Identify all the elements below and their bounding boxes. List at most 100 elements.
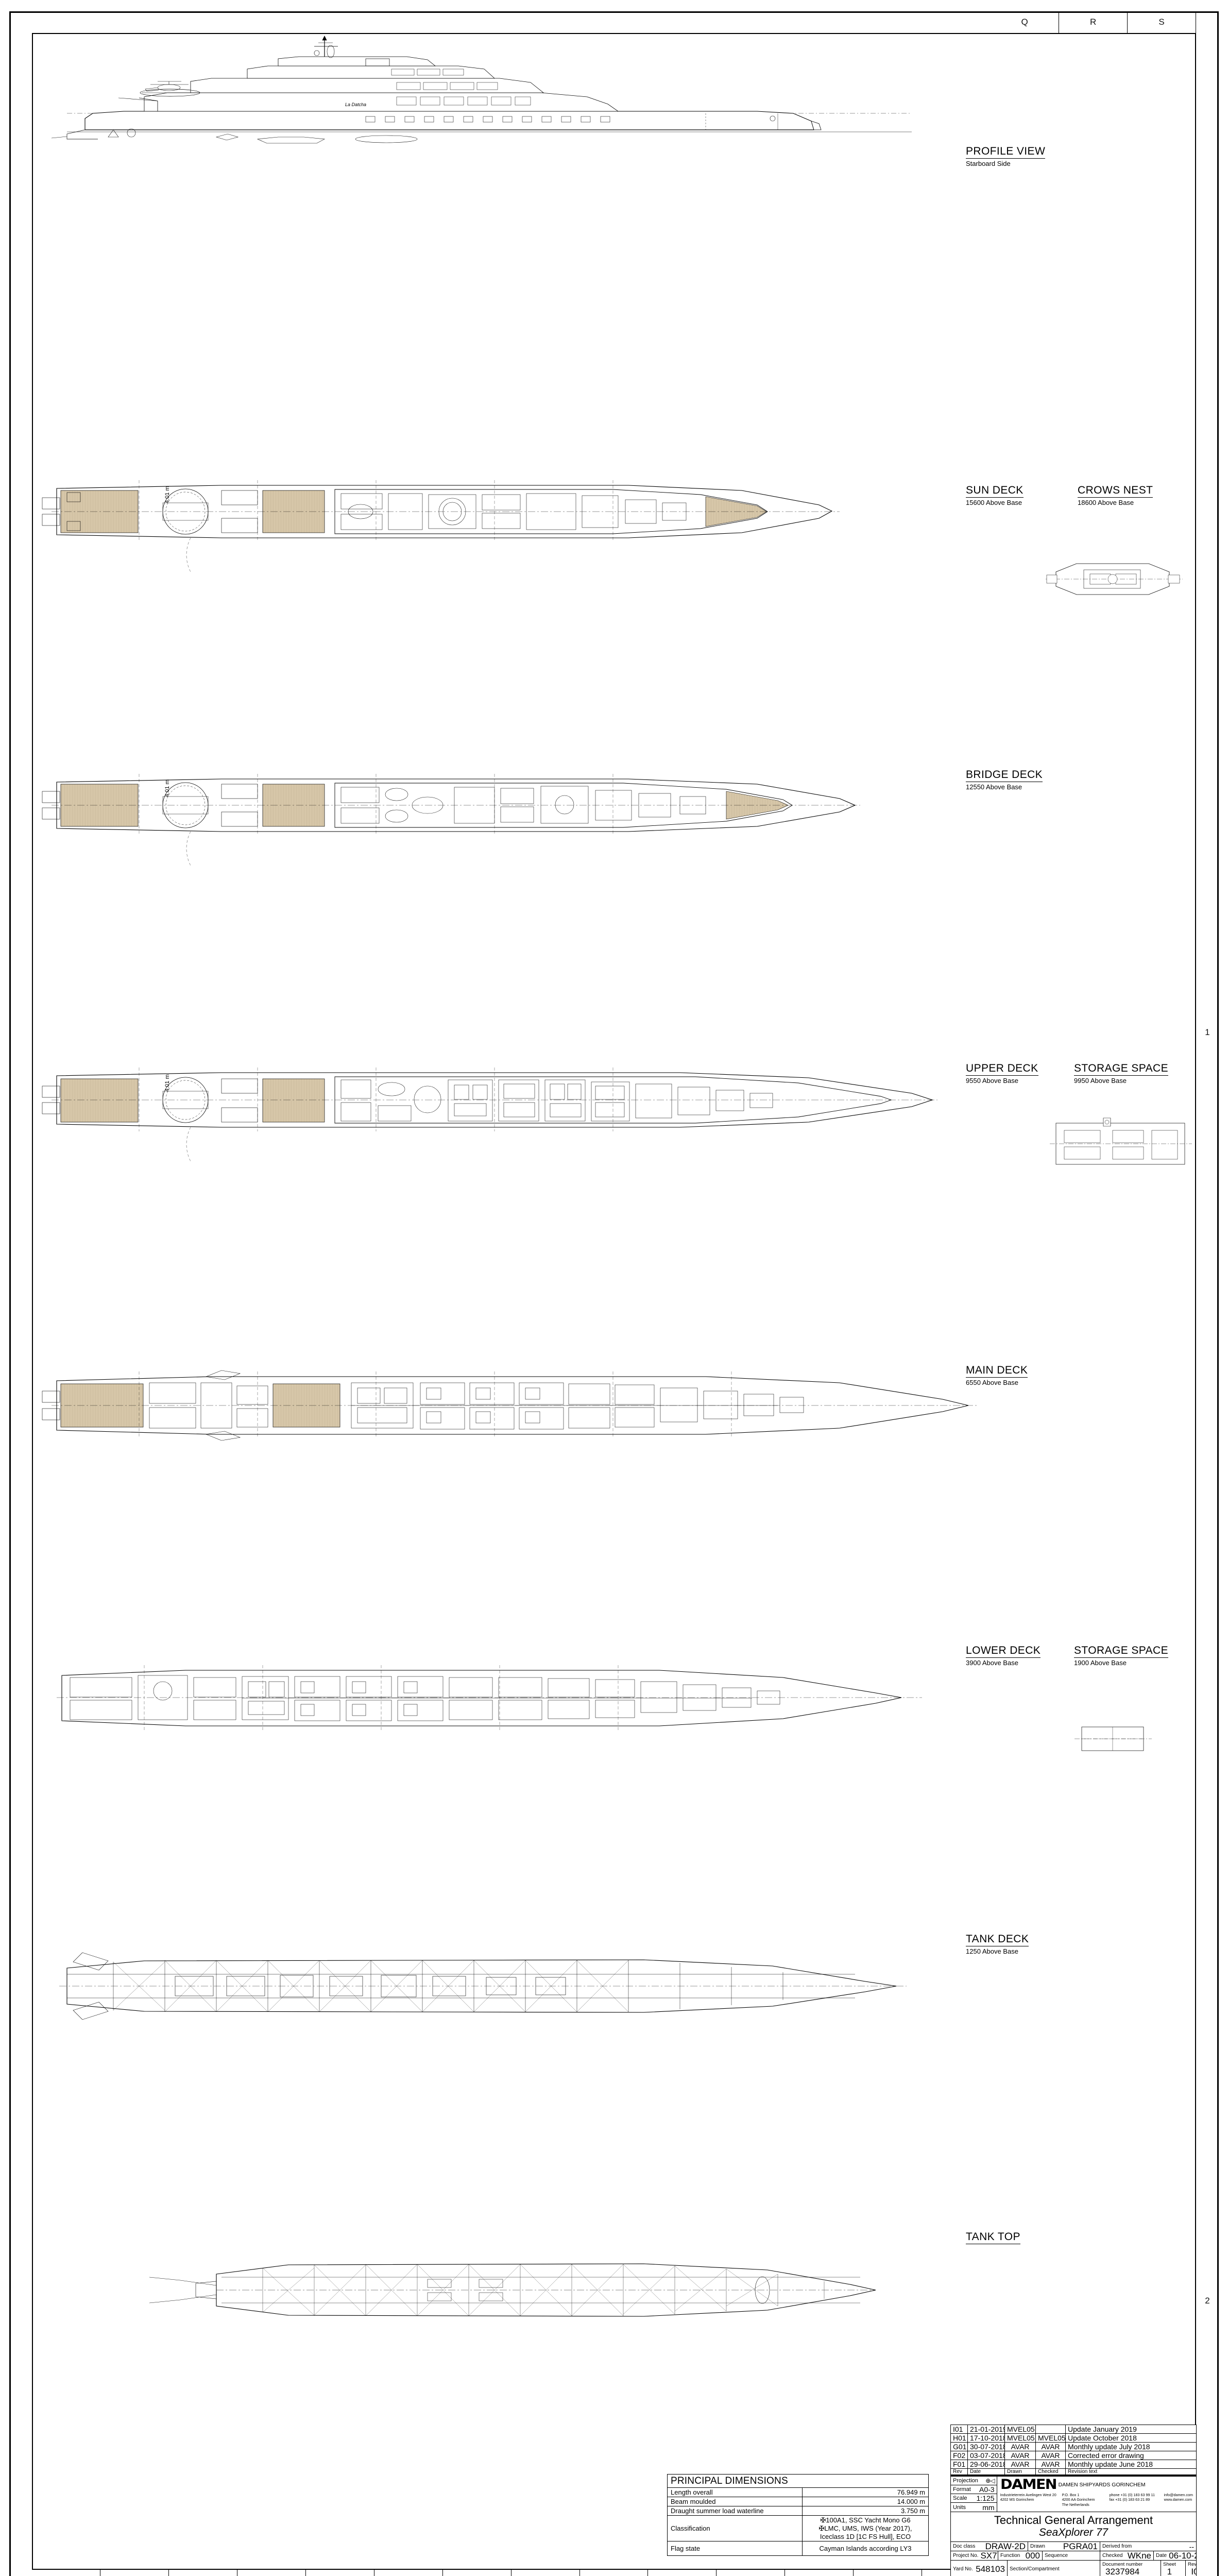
zone-marker: D bbox=[237, 2570, 306, 2576]
label-profile-view-title: PROFILE VIEW bbox=[966, 145, 1046, 159]
title-block-meta: Projection ⊕◁ Format A0-3 Scale 1:125 Un… bbox=[951, 2477, 1196, 2512]
zone-marker: B bbox=[100, 2570, 169, 2576]
field-date-value: 06-10-2017 bbox=[1169, 2551, 1196, 2561]
view-bridge-deck: 4.01 m bbox=[36, 773, 943, 866]
classification-line-2: ✠LMC, UMS, IWS (Year 2017), bbox=[818, 2524, 912, 2532]
label-storage-space-upper-title: STORAGE SPACE bbox=[1074, 1062, 1168, 1076]
revision-drawn: AVAR bbox=[1005, 2443, 1036, 2451]
field-doc-class-label: Doc class bbox=[953, 2544, 976, 2550]
label-storage-space-lower-title: STORAGE SPACE bbox=[1074, 1645, 1168, 1658]
company-email: info@damen.com bbox=[1164, 2492, 1193, 2497]
zone-marker: S bbox=[1128, 11, 1196, 33]
revision-date: 17-10-2018 bbox=[968, 2434, 1005, 2442]
pd-value-draught: 3.750 m bbox=[901, 2507, 925, 2515]
field-project-no: Project No. SX77 bbox=[951, 2551, 998, 2561]
revision-date: 29-06-2018 bbox=[968, 2460, 1005, 2468]
pd-key-flag-state: Flag state bbox=[668, 2541, 803, 2555]
field-revision-value: I01 bbox=[1191, 2567, 1196, 2576]
label-lower-deck-title: LOWER DECK bbox=[966, 1645, 1041, 1658]
field-docnum-value: 3237984 bbox=[1105, 2567, 1140, 2576]
label-bridge-deck-title: BRIDGE DECK bbox=[966, 769, 1043, 783]
field-derived-value: -- bbox=[1189, 2542, 1194, 2551]
company-address-2: 4202 MS Gorinchem bbox=[1000, 2497, 1034, 2502]
label-upper-deck-title: UPPER DECK bbox=[966, 1062, 1038, 1076]
label-crows-nest: CROWS NEST 18600 Above Base bbox=[1078, 484, 1153, 507]
zone-marker: E bbox=[306, 2570, 374, 2576]
revision-row: H01 17-10-2018 MVEL05 MVEL05 Update Octo… bbox=[951, 2434, 1196, 2443]
field-function-label: Function bbox=[1000, 2553, 1020, 2559]
field-checked-label: Checked bbox=[1102, 2553, 1123, 2559]
company-address-1: Industrieterrein Avelingen West 20 bbox=[1000, 2492, 1056, 2497]
revision-row: F02 03-07-2018 AVAR AVAR Corrected error… bbox=[951, 2451, 1196, 2460]
revision-stack: Revision I01 bbox=[1188, 2561, 1196, 2576]
zone-marker: 1 bbox=[1205, 1027, 1210, 1038]
revision-rev: I01 bbox=[951, 2425, 968, 2433]
revision-row: I01 21-01-2019 MVEL05 Update January 201… bbox=[951, 2425, 1196, 2434]
zone-marker: H bbox=[511, 2570, 580, 2576]
meta-scale: Scale 1:125 bbox=[951, 2494, 997, 2503]
field-function: Function 000 bbox=[998, 2551, 1043, 2561]
svg-text:La Datcha: La Datcha bbox=[345, 102, 366, 107]
revision-checked: AVAR bbox=[1036, 2451, 1066, 2460]
revision-text: Monthly update June 2018 bbox=[1068, 2460, 1153, 2468]
label-lower-deck-sub: 3900 Above Base bbox=[966, 1659, 1018, 1667]
revision-date: 30-07-2018 bbox=[968, 2443, 1005, 2451]
table-row: Length overall 76.949 m bbox=[668, 2488, 928, 2497]
field-doc-class-value: DRAW-2D bbox=[985, 2542, 1026, 2551]
pd-value-flag-state: Cayman Islands according LY3 bbox=[819, 2545, 912, 2552]
label-storage-space-upper-sub: 9950 Above Base bbox=[1074, 1077, 1127, 1085]
svg-text:4.01 m: 4.01 m bbox=[164, 779, 170, 797]
view-sun-deck: 4.01 m bbox=[36, 479, 943, 572]
company-address-3: P.O. Box 1 bbox=[1062, 2492, 1080, 2497]
company-address-4: 4200 AA Gorinchem bbox=[1062, 2497, 1095, 2502]
label-profile-view: PROFILE VIEW Starboard Side bbox=[966, 145, 1046, 168]
field-date-label: Date bbox=[1156, 2553, 1167, 2559]
label-storage-space-lower-sub: 1900 Above Base bbox=[1074, 1659, 1127, 1667]
revision-header-checked: Checked bbox=[1036, 2469, 1066, 2475]
label-upper-deck-sub: 9550 Above Base bbox=[966, 1077, 1018, 1085]
field-yard-value: 548103 bbox=[976, 2564, 1005, 2574]
title-block-row-3: Yard No. 548103 Section/Compartment Docu… bbox=[951, 2561, 1196, 2576]
revision-header-row: Rev Date Drawn Checked Revision text bbox=[951, 2469, 1196, 2475]
view-main-deck bbox=[36, 1370, 999, 1441]
company-name: DAMEN SHIPYARDS GORINCHEM bbox=[1058, 2482, 1146, 2488]
svg-text:4.01 m: 4.01 m bbox=[164, 1074, 170, 1092]
sheet-stack: Sheet 1 bbox=[1163, 2561, 1176, 2576]
company-address-5: The Netherlands bbox=[1062, 2502, 1089, 2507]
field-checked-value: WKne bbox=[1127, 2551, 1151, 2561]
zone-marker: G bbox=[443, 2570, 511, 2576]
table-row: Draught summer load waterline 3.750 m bbox=[668, 2506, 928, 2516]
field-drawn-label: Drawn bbox=[1030, 2544, 1045, 2550]
revision-text: Corrected error drawing bbox=[1068, 2451, 1144, 2460]
meta-units-label: Units bbox=[953, 2504, 966, 2511]
meta-format-value: A0-3 bbox=[979, 2485, 995, 2494]
field-sheet-value: 1 bbox=[1167, 2567, 1172, 2576]
revision-checked: MVEL05 bbox=[1036, 2434, 1066, 2442]
zone-marker: L bbox=[717, 2570, 786, 2576]
field-derived-label: Derived from bbox=[1102, 2544, 1132, 2550]
pd-key-classification: Classification bbox=[668, 2516, 803, 2541]
view-upper-deck: 4.01 m bbox=[36, 1066, 979, 1162]
revision-checked: AVAR bbox=[1036, 2443, 1066, 2451]
pd-key-beam-moulded: Beam moulded bbox=[668, 2497, 803, 2506]
label-storage-space-lower: STORAGE SPACE 1900 Above Base bbox=[1074, 1645, 1168, 1667]
revision-drawn: AVAR bbox=[1005, 2451, 1036, 2460]
zone-marker: M bbox=[785, 2570, 854, 2576]
revision-drawn: AVAR bbox=[1005, 2460, 1036, 2468]
drawing-frame-inner bbox=[32, 33, 1196, 2570]
title-block: I01 21-01-2019 MVEL05 Update January 201… bbox=[950, 2425, 1197, 2576]
revision-row: G01 30-07-2018 AVAR AVAR Monthly update … bbox=[951, 2443, 1196, 2451]
projection-symbol-icon: ⊕◁ bbox=[985, 2477, 995, 2484]
field-section-label: Section/Compartment bbox=[1010, 2566, 1060, 2572]
revision-rev: G01 bbox=[951, 2443, 968, 2451]
revision-date: 03-07-2018 bbox=[968, 2451, 1005, 2460]
zone-marker: Q bbox=[991, 11, 1060, 33]
zone-marker: K bbox=[648, 2570, 717, 2576]
zone-marker: A bbox=[32, 2570, 100, 2576]
label-tank-deck-title: TANK DECK bbox=[966, 1933, 1029, 1947]
label-tank-deck-sub: 1250 Above Base bbox=[966, 1947, 1018, 1956]
view-storage-space-upper bbox=[1046, 1113, 1195, 1175]
field-function-value: 000 bbox=[1025, 2551, 1040, 2561]
view-storage-space-lower bbox=[1066, 1716, 1174, 1762]
